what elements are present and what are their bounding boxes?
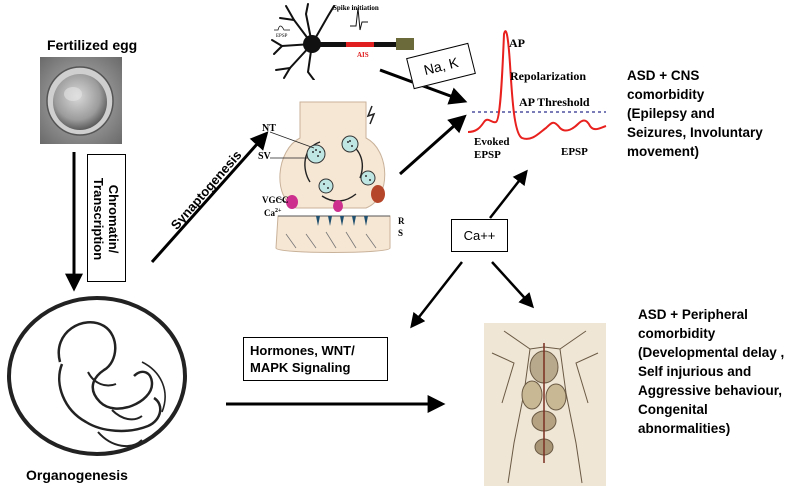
sv-label: SV: [258, 151, 271, 162]
arrow-synapse-to-ap: [399, 114, 467, 176]
peripheral-comorbidity-text: ASD + Peripheral comorbidity (Developmen…: [638, 307, 785, 436]
ca-box-label: Ca++: [463, 228, 496, 243]
organogenesis-label: Organogenesis: [26, 467, 128, 483]
anatomy-image: [484, 323, 606, 486]
ca-box: Ca++: [451, 219, 508, 252]
ca-label: Ca2+: [264, 208, 282, 218]
fetus-image: [7, 296, 187, 456]
fertilized-egg-image: [40, 57, 122, 144]
evoked-epsp-label: Evoked EPSP: [474, 136, 510, 161]
spike-initiation-label: Spike initiation: [333, 4, 379, 12]
synapse-illustration: [269, 101, 391, 253]
ais-label: AIS: [357, 51, 369, 59]
hormones-line1: Hormones, WNT/: [250, 343, 355, 358]
arrow-ca-to-body: [491, 261, 535, 309]
cns-comorbidity-text: ASD + CNS comorbidity (Epilepsy and Seiz…: [627, 68, 763, 159]
arrow-ca-to-hormones: [410, 261, 463, 329]
epsp-small-label: EPSP: [276, 34, 288, 39]
s-label: S: [398, 228, 404, 238]
neuron-illustration: [271, 3, 414, 80]
hormones-box: Hormones, WNT/ MAPK Signaling: [243, 337, 388, 381]
action-potential-plot: [467, 30, 607, 140]
arrow-ca-to-ap: [489, 169, 528, 219]
epsp-label: EPSP: [561, 146, 588, 158]
ap-threshold-label: AP Threshold: [519, 95, 590, 109]
vgcc-label: VGCC: [262, 195, 289, 205]
r-label: R: [398, 216, 405, 226]
ap-label: AP: [509, 36, 525, 50]
ap-trace: [467, 30, 607, 140]
arrow-synaptogenesis: [150, 131, 269, 263]
chromatin-transcription-box: Chromatin/ Transcription: [87, 154, 126, 282]
repolarization-label: Repolarization: [510, 69, 586, 83]
hormones-line2: MAPK Signaling: [250, 360, 351, 375]
fertilized-egg-label: Fertilized egg: [47, 37, 138, 53]
nt-label: NT: [262, 123, 276, 134]
